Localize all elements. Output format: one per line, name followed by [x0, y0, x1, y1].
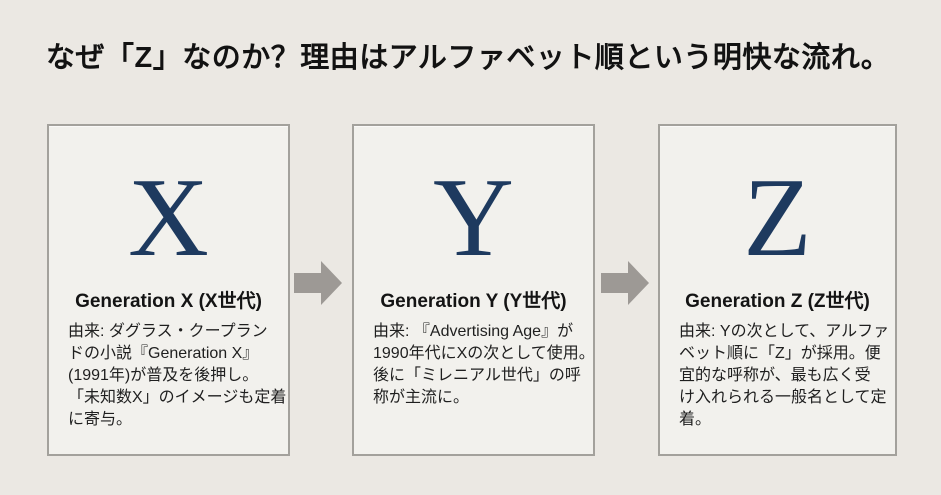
arrow-right-icon [294, 261, 342, 305]
generation-x-letter: X [128, 156, 209, 280]
arrow-right-icon [601, 261, 649, 305]
card-body-generation-y: 由来: 『Advertising Age』が 1990年代にXの次として使用。 … [373, 323, 595, 406]
generation-z-letter: Z [743, 156, 812, 280]
card-generation-z: Z Generation Z (Z世代) 由来: Yの次として、アルファ ベット… [658, 124, 897, 456]
card-heading-generation-x: Generation X (X世代) [75, 291, 262, 312]
card-generation-x: X Generation X (X世代) 由来: ダグラス・クープラン ドの小説… [47, 124, 290, 456]
page-title: なぜ「Z」なのか？理由はアルファベット順という明快な流れ。 [46, 42, 891, 74]
card-body-generation-x: 由来: ダグラス・クープラン ドの小説『Generation X』 (1991年… [68, 323, 287, 428]
card-generation-y: Y Generation Y (Y世代) 由来: 『Advertising Ag… [352, 124, 595, 456]
card-heading-generation-y: Generation Y (Y世代) [380, 291, 567, 312]
card-body-generation-z: 由来: Yの次として、アルファ ベット順に「Z」が採用。便 宜的な呼称が、最も広… [679, 323, 890, 428]
generation-y-letter: Y [433, 156, 514, 280]
card-heading-generation-z: Generation Z (Z世代) [685, 291, 870, 312]
